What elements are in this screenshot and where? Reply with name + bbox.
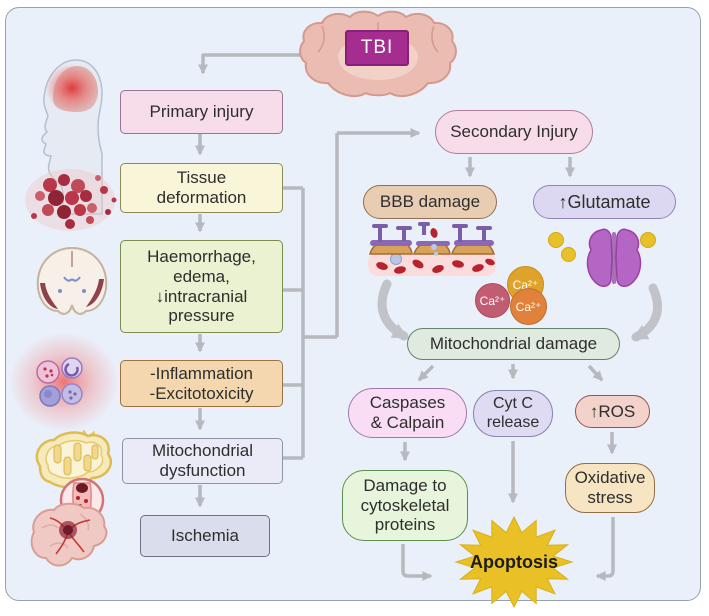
ros-pill: ↑ROS [575, 395, 650, 428]
mitochondrial-dysfunction-box: Mitochondrial dysfunction [122, 438, 283, 484]
cytoskeletal-damage-pill: Damage to cytoskeletal proteins [342, 470, 468, 541]
primary-injury-box: Primary injury [120, 90, 283, 134]
apoptosis-label: Apoptosis [470, 551, 558, 572]
tissue-deformation-box: Tissue deformation [120, 163, 283, 213]
inflammation-excitotoxicity-box: -Inflammation -Excitotoxicity [120, 360, 283, 407]
cyt-c-release-pill: Cyt C release [473, 390, 553, 437]
brain-edema-icon [36, 246, 108, 315]
bbb-damage-pill: BBB damage [363, 185, 497, 219]
oxidative-stress-pill: Oxidative stress [565, 463, 655, 513]
glutamate-molecule-icon [640, 232, 656, 248]
tbi-label: TBI [345, 30, 409, 66]
apoptosis-starburst-icon [454, 515, 574, 609]
glutamate-molecule-icon [561, 247, 576, 262]
injured-head-icon [41, 59, 103, 215]
inflammation-cells-icon [9, 332, 119, 432]
caspases-calpain-pill: Caspases & Calpain [348, 388, 467, 438]
mitochondrial-damage-pill: Mitochondrial damage [407, 328, 620, 360]
bbb-icon [368, 222, 496, 276]
ischemic-brain-icon [30, 477, 108, 567]
haemorrhage-edema-box: Haemorrhage, edema, ↓intracranial pressu… [120, 240, 283, 333]
calcium-ion-badge: Ca²⁺ [510, 288, 547, 325]
calcium-ion-badge: Ca²⁺ [475, 283, 510, 318]
hemorrhage-cells-icon [25, 169, 117, 231]
secondary-injury-pill: Secondary Injury [435, 110, 593, 154]
mitochondria-icon [35, 430, 113, 489]
glutamate-pill: ↑Glutamate [533, 185, 676, 219]
glutamate-receptor-icon [586, 228, 642, 287]
glutamate-molecule-icon [548, 232, 564, 248]
ischemia-box: Ischemia [140, 515, 270, 557]
